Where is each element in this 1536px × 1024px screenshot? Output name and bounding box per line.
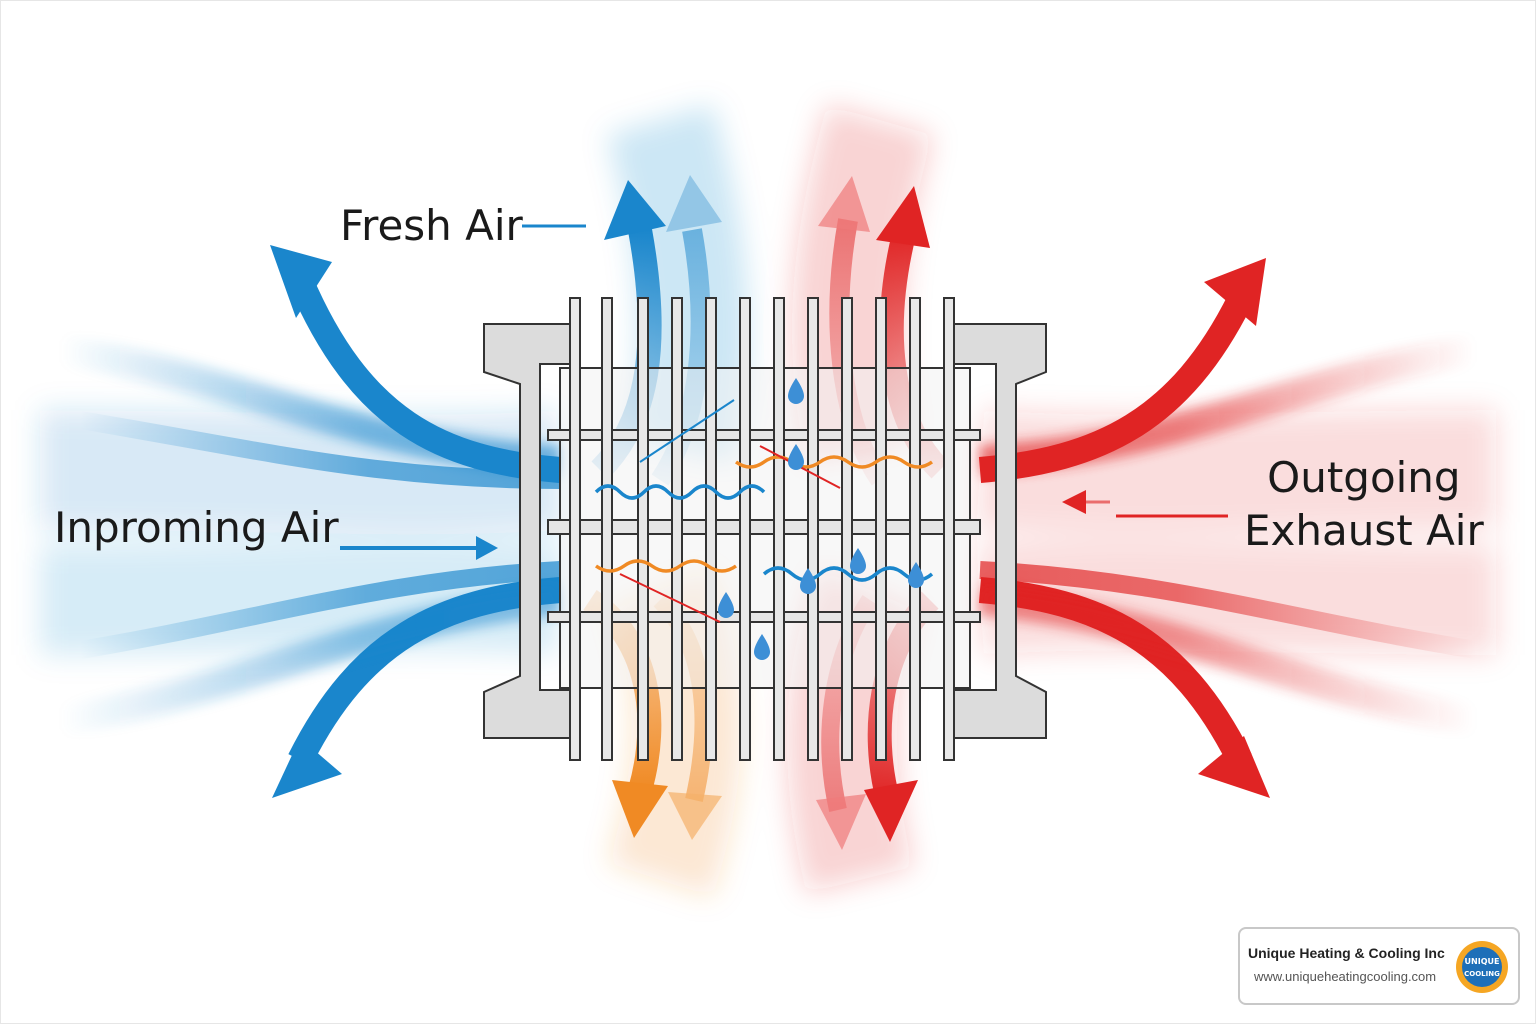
arrow-icon	[272, 738, 342, 798]
fresh-air-label: Fresh Air	[340, 200, 523, 253]
outgoing-air-line1: Outgoing	[1244, 452, 1484, 505]
outgoing-air-line2: Exhaust Air	[1244, 505, 1484, 558]
arrow-icon	[1198, 736, 1270, 798]
brand-name: Unique Heating & Cooling Inc	[1248, 945, 1445, 961]
brand-logo-top: UNIQUE	[1465, 957, 1500, 966]
heat-exchanger-core	[484, 298, 1046, 760]
brand-logo-icon: UNIQUE COOLING	[1454, 939, 1510, 995]
outgoing-air-label: Outgoing Exhaust Air	[1244, 452, 1484, 558]
brand-logo-bottom: COOLING	[1464, 970, 1500, 978]
incoming-air-label: Inproming Air	[54, 502, 339, 555]
brand-url[interactable]: www.uniqueheatingcooling.com	[1254, 969, 1436, 984]
brand-watermark[interactable]: Unique Heating & Cooling Inc www.uniqueh…	[1238, 927, 1520, 1005]
